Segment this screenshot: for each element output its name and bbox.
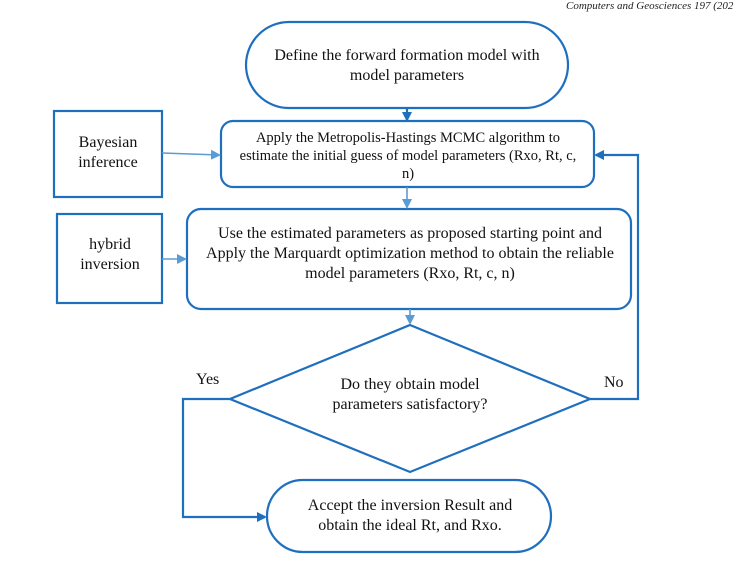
arrow-bayesian-to-mcmc xyxy=(161,149,221,160)
arrow-no-loop xyxy=(590,150,640,401)
arrow-yes-to-end xyxy=(181,397,267,522)
marquardt-box xyxy=(185,207,633,311)
bayesian-box xyxy=(52,109,164,199)
hybrid-text: hybrid inversion xyxy=(80,236,140,273)
no-label: No xyxy=(604,374,624,391)
marquardt-text: Use the estimated parameters as proposed… xyxy=(206,225,614,282)
yes-label: Yes xyxy=(196,371,220,388)
end-text: Accept the inversion Result and obtain t… xyxy=(307,497,513,534)
bayesian-text: Bayesian inference xyxy=(78,134,138,171)
journal-header: Computers and Geosciences 197 (202 xyxy=(566,0,734,12)
start-text: Define the forward formation model with … xyxy=(274,47,540,84)
decision-text: Do they obtain model parameters satisfac… xyxy=(332,376,488,413)
end-terminal xyxy=(265,478,553,554)
decision-diamond xyxy=(227,323,593,474)
mcmc-text: Apply the Metropolis-Hastings MCMC algor… xyxy=(239,130,577,182)
